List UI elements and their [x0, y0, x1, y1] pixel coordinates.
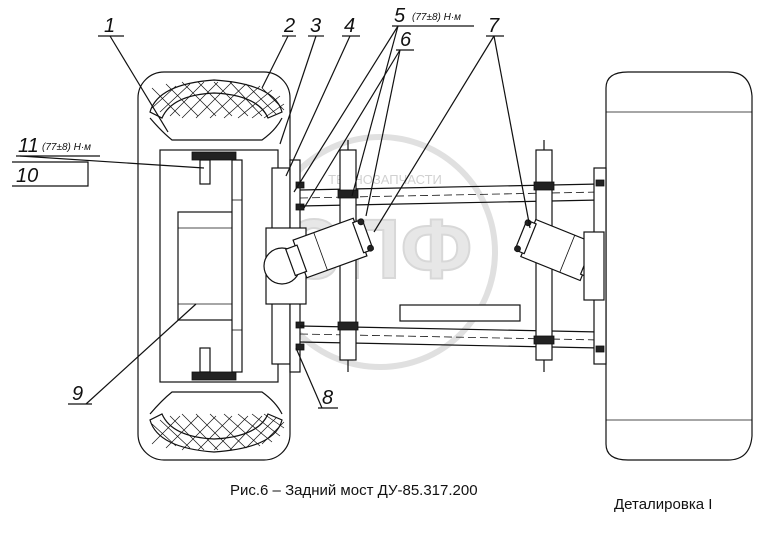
left-hydraulic-cylinder — [284, 217, 374, 279]
right-hydraulic-cylinder — [514, 218, 603, 282]
right-wheel — [583, 71, 753, 461]
callout-8: 8 — [322, 387, 333, 409]
callout-5-torque: (77±8) Н·м — [412, 12, 461, 23]
callout-1: 1 — [104, 15, 115, 37]
section-label: Деталировка I — [614, 496, 713, 513]
callout-labels: 1 2 3 4 5 (77±8) Н·м 6 7 8 9 10 11 (77±8… — [16, 5, 500, 409]
figure-caption: Рис.6 – Задний мост ДУ-85.317.200 — [230, 482, 478, 499]
callout-11-torque: (77±8) Н·м — [42, 142, 91, 153]
callout-2: 2 — [283, 15, 295, 37]
callout-4: 4 — [344, 15, 355, 37]
callout-3: 3 — [310, 15, 321, 37]
callout-10: 10 — [16, 165, 38, 187]
callout-6: 6 — [400, 29, 412, 51]
left-wheel — [137, 71, 291, 461]
leader-lines — [12, 25, 531, 409]
tyre-hatching — [151, 81, 285, 451]
callout-7: 7 — [488, 15, 500, 37]
callout-11: 11 — [18, 135, 39, 157]
callout-5: 5 — [394, 5, 406, 27]
callout-9: 9 — [72, 383, 83, 405]
